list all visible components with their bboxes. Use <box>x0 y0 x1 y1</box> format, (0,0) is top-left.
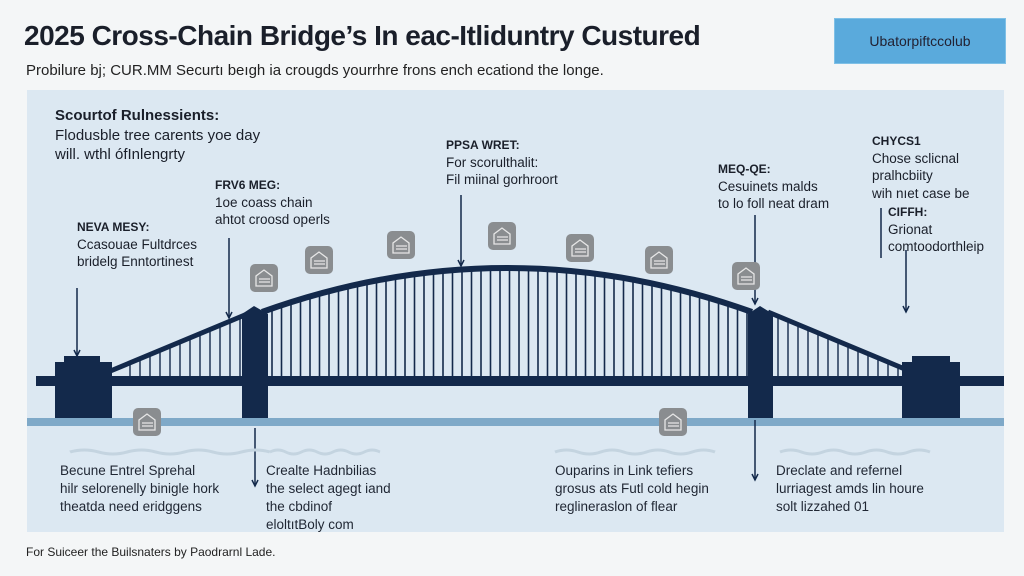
pointer-arrow <box>751 297 759 306</box>
pointer-arrow <box>457 259 465 268</box>
bottom-line: hilr selorenelly binigle hork <box>60 481 220 496</box>
annotation-line: Fil miinal gorhroort <box>446 172 558 188</box>
annotation-line: Ccasouae Fultdrces <box>77 236 198 252</box>
building-icon <box>732 262 760 290</box>
annotation-line: For scorulthalit: <box>446 154 539 170</box>
building-icon <box>387 231 415 259</box>
annotation-line: comtoodorthleip <box>888 239 985 255</box>
annotation-heading: PPSA WRET: <box>446 138 520 152</box>
page-title: 2025 Cross-Chain Bridge’s In eac-Itlidun… <box>24 20 701 51</box>
annotation-line: 1oe coass chain <box>215 194 313 210</box>
annotation-line: Cesuinets malds <box>718 178 818 194</box>
side-cable-left <box>107 309 253 375</box>
annotation-heading: CIFFH: <box>888 205 928 219</box>
bottom-line: Crealte Hadnbilias <box>266 463 377 478</box>
pier-left <box>55 356 112 418</box>
annotation: PPSA WRET: For scorulthalit: Fil miinal … <box>446 138 558 189</box>
building-icon-glyph <box>310 251 328 269</box>
building-icon <box>133 408 161 436</box>
annotation-line: pralhcbiity <box>872 168 933 184</box>
pointer-arrow <box>251 479 259 488</box>
intro-heading: Scourtof Rulnessients: <box>55 107 220 124</box>
annotation-heading: CHYCS1 <box>872 134 921 148</box>
building-icon <box>250 264 278 292</box>
water-line <box>27 418 1004 426</box>
logo-text: Ubatorpiftccolub <box>869 33 971 49</box>
annotation-heading: FRV6 MEG: <box>215 178 281 192</box>
annotation-line: ahtot croosd operls <box>215 212 330 228</box>
bottom-note: Ouparins in Link tefiers grosus ats Futl… <box>555 462 709 516</box>
building-icon <box>659 408 687 436</box>
intro-line: will. wthl ófInlengrty <box>55 146 186 163</box>
building-icon-glyph <box>392 236 410 254</box>
annotation: NEVA MESY: Ccasouae Fultdrces bridelg En… <box>77 220 197 271</box>
side-cable-right <box>767 309 913 375</box>
bottom-line: solt lizzahed 01 <box>776 499 870 514</box>
annotation-line: Grionat <box>888 221 933 237</box>
annotation-line: Chose sclicnal <box>872 150 960 166</box>
water-ripple <box>69 448 271 456</box>
bottom-line: eloltıtBoly com <box>266 517 354 532</box>
building-icon <box>645 246 673 274</box>
bottom-line: grosus ats Futl cold hegin <box>555 481 709 496</box>
footer-source: For Suiceer the Builsnaters by Paodrarnl… <box>26 545 276 559</box>
building-icon-glyph <box>493 227 511 245</box>
building-icon <box>305 246 333 274</box>
bottom-line: reglineraslon of flear <box>555 499 678 514</box>
annotation: CHYCS1 Chose sclicnal pralhcbiity wih nı… <box>872 134 970 202</box>
annotation: MEQ-QE: Cesuinets malds to lo foll neat … <box>718 162 829 213</box>
annotation-line: wih nıet case be <box>872 185 970 201</box>
bottom-note: Dreclate and refernel lurriagest amds li… <box>776 462 924 516</box>
pier-right <box>902 356 960 418</box>
tower-left <box>242 306 268 418</box>
bottom-line: lurriagest amds lin houre <box>776 481 924 496</box>
annotation: CIFFH: Grionat comtoodorthleip <box>888 205 984 256</box>
building-icon-glyph <box>664 413 682 431</box>
pointer-arrow <box>225 311 233 320</box>
bridge-deck <box>36 376 1004 386</box>
annotation-heading: MEQ-QE: <box>718 162 771 176</box>
pointer-arrow <box>73 349 81 358</box>
logo: Ubatorpiftccolub <box>834 18 1006 64</box>
bottom-line: Ouparins in Link tefiers <box>555 463 694 478</box>
building-icon-glyph <box>571 239 589 257</box>
building-icon <box>566 234 594 262</box>
building-icon-glyph <box>737 267 755 285</box>
building-icon-glyph <box>138 413 156 431</box>
annotation-line: bridelg Enntortinest <box>77 254 194 270</box>
page-subtitle: Probilure bj; CUR.MM Securtı beıgh ia cr… <box>26 62 604 79</box>
bottom-line: Dreclate and refernel <box>776 463 903 478</box>
intro-line: Flodusble tree carents yoe day <box>55 126 261 144</box>
building-icon-glyph <box>255 269 273 287</box>
annotation: FRV6 MEG: 1oe coass chain ahtot croosd o… <box>215 178 330 229</box>
bottom-line: the select agegt iand <box>266 481 391 496</box>
water-ripple <box>554 448 716 456</box>
bottom-line: the cbdinof <box>266 499 333 514</box>
annotation-line: to lo foll neat dram <box>718 196 830 212</box>
bottom-line: Becune Entrel Sprehal <box>60 463 196 478</box>
bottom-note: Crealte Hadnbilias the select agegt iand… <box>266 462 391 534</box>
infographic-panel <box>27 90 1004 532</box>
building-icon <box>488 222 516 250</box>
tower-right <box>748 306 773 418</box>
water-ripple <box>269 448 381 456</box>
annotation-heading: NEVA MESY: <box>77 220 150 234</box>
main-cable <box>260 265 754 315</box>
bottom-line: theatda need eridggens <box>60 499 202 514</box>
pointer-arrow <box>902 305 910 314</box>
pointer-arrow <box>751 473 759 482</box>
building-icon-glyph <box>650 251 668 269</box>
bottom-note: Becune Entrel Sprehal hilr selorenelly b… <box>60 462 219 516</box>
intro-block: Scourtof Rulnessients: Flodusble tree ca… <box>55 106 260 165</box>
water-ripple <box>779 448 931 456</box>
